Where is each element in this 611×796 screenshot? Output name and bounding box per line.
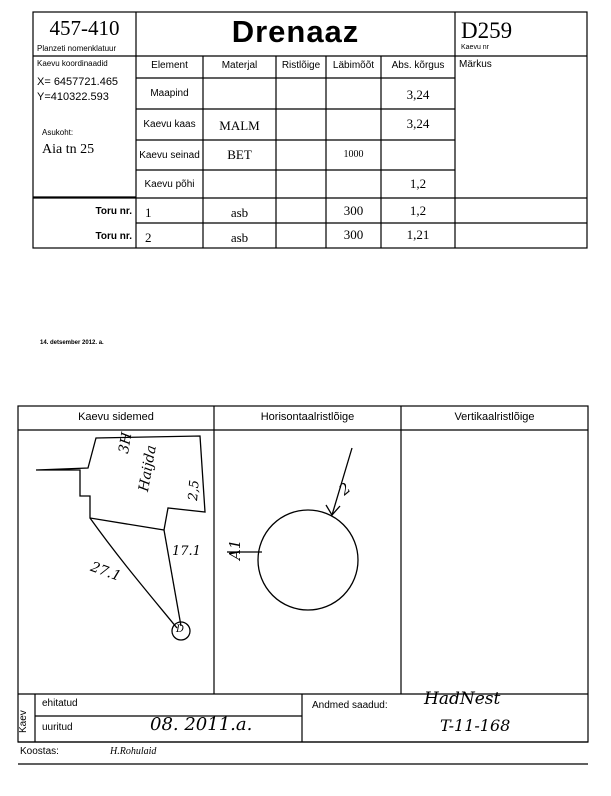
author-label: Koostas:: [20, 746, 59, 757]
header-element: Element: [151, 60, 188, 71]
row-diameter-walls: 1000: [343, 149, 364, 160]
surveyed-label: uuritud: [42, 722, 73, 733]
sketch-well-label: D: [176, 624, 185, 635]
footer-side-label: Kaev: [18, 710, 29, 733]
pipe-1-material: asb: [230, 205, 249, 220]
location-label: Asukoht:: [42, 128, 74, 137]
plan-number-label: Planzeti nomenklatuur: [37, 44, 117, 53]
pipe-1-label: Toru nr.: [95, 206, 132, 217]
sketch-dist-171: 17.1: [172, 544, 201, 559]
header-material: Materjal: [221, 60, 258, 71]
coordinate-x: X= 6457721.465: [37, 76, 119, 88]
row-element-walls: Kaevu seinad: [139, 150, 200, 161]
well-number: D259: [461, 18, 513, 43]
date-note: 14. detsember 2012. a.: [40, 340, 104, 346]
sketch-dist-25: 2,5: [186, 479, 203, 502]
pipe-1-diameter: 300: [343, 203, 364, 218]
pipe-2-label: Toru nr.: [95, 231, 132, 242]
row-height-cover: 3,24: [406, 116, 430, 131]
pipe-2-diameter: 300: [343, 227, 364, 242]
source-label: Andmed saadud:: [312, 700, 388, 711]
pipe-2-material: asb: [230, 230, 249, 245]
header-cross-section: Ristlõige: [281, 60, 321, 71]
pipe-a1-label: A1: [226, 539, 244, 560]
header-remarks: Märkus: [459, 59, 492, 70]
panel-title-connections: Kaevu sidemed: [78, 411, 154, 423]
header-diameter: Läbimõõt: [332, 60, 375, 71]
panel-title-horizontal: Horisontaalristlõige: [260, 411, 355, 423]
source-code: T-11-168: [440, 716, 511, 735]
row-element-cover: Kaevu kaas: [143, 119, 196, 130]
connection-sketch: [35, 435, 206, 641]
page-title: Drenaaz: [231, 14, 360, 49]
pipe-1-nr: 1: [145, 205, 152, 220]
plan-number: 457-410: [49, 16, 120, 40]
built-label: ehitatud: [42, 698, 78, 709]
row-material-walls: BET: [227, 147, 252, 162]
row-material-cover: MALM: [219, 118, 260, 133]
pipe-1-height: 1,2: [409, 203, 427, 218]
well-number-label: Kaevu nr: [461, 44, 490, 51]
pipe-2-height: 1,21: [406, 227, 430, 242]
row-height-ground: 3,24: [406, 87, 430, 102]
location-value: Aia tn 25: [42, 142, 95, 157]
row-element-ground: Maapind: [150, 88, 189, 99]
coordinate-y: Y=410322.593: [37, 91, 109, 103]
author-value: H.Rohulaid: [110, 746, 157, 757]
source-value: HadNest: [424, 689, 501, 709]
coordinates-label: Kaevu koordinaadid: [37, 59, 108, 68]
horizontal-section: [227, 447, 359, 611]
surveyed-value: 08. 2011.a.: [150, 714, 253, 735]
header-abs-height: Abs. kõrgus: [391, 60, 445, 71]
panel-title-vertical: Vertikaalristlõige: [454, 411, 535, 423]
row-element-bottom: Kaevu põhi: [144, 179, 195, 190]
pipe-2-nr: 2: [145, 230, 152, 245]
row-height-bottom: 1,2: [409, 176, 427, 191]
